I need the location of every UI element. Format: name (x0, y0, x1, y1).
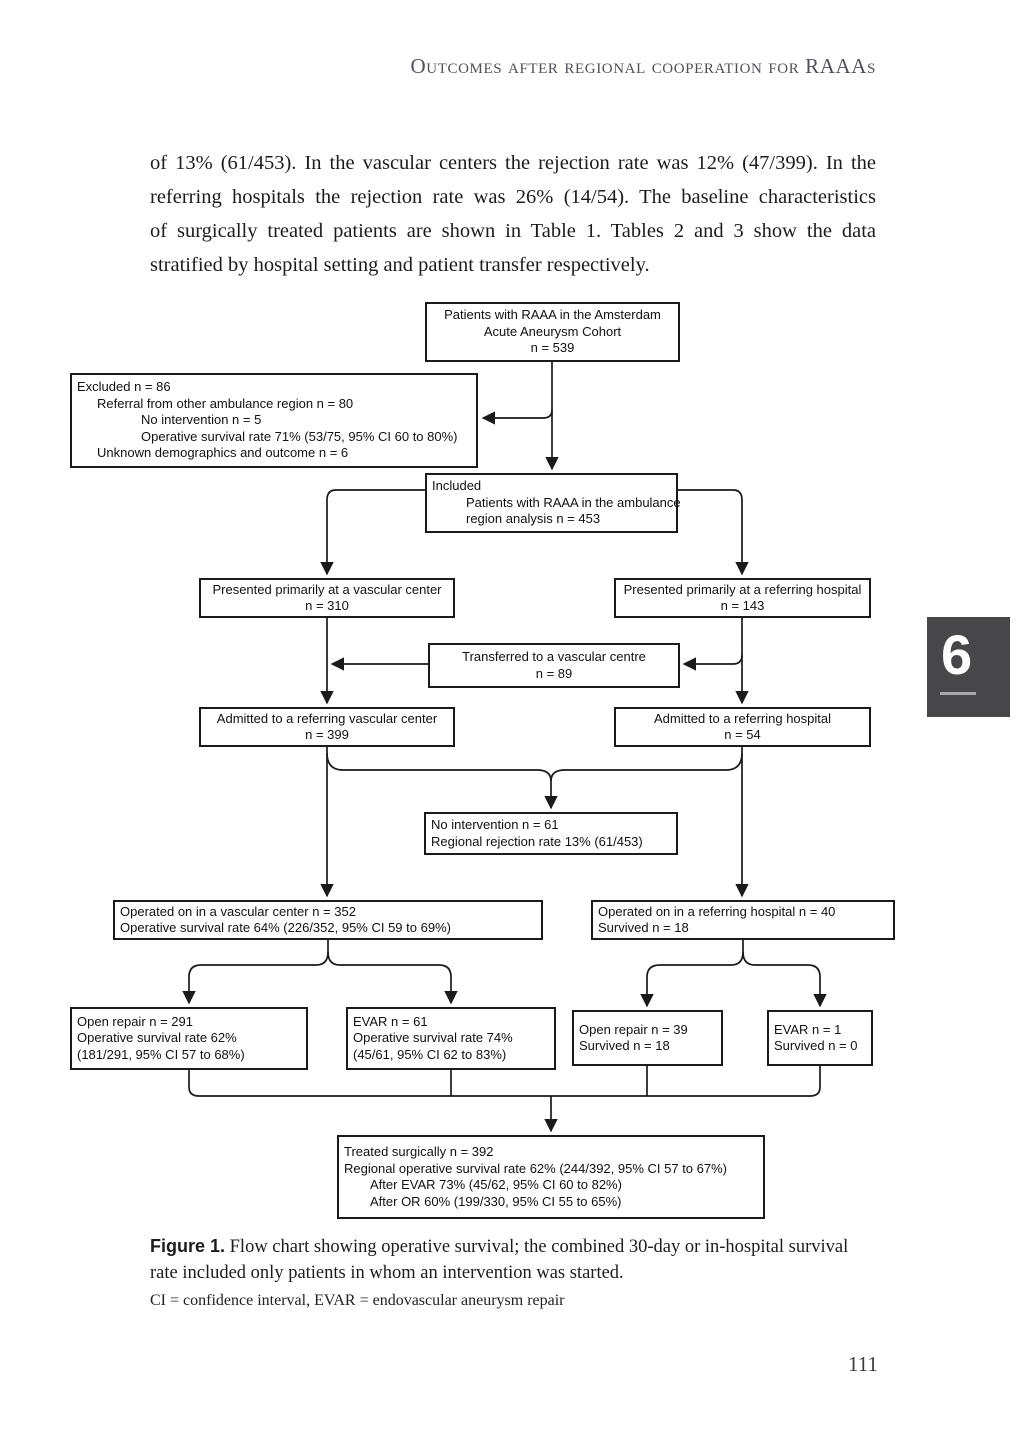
flowchart-box-operated-referring-hospital: Operated on in a referring hospital n = … (591, 900, 895, 940)
text-line: Excluded n = 86 (77, 379, 171, 395)
body-line: of 13% (61/453). In the vascular centers… (150, 152, 876, 174)
text-line: Regional operative survival rate 62% (24… (344, 1160, 727, 1176)
text-line: Patients with RAAA in the ambulance (466, 494, 681, 510)
flowchart-box-operated-vascular-center: Operated on in a vascular center n = 352… (113, 900, 543, 940)
text-line: EVAR n = 61 (353, 1013, 428, 1029)
body-line: referring hospitals the rejection rate w… (150, 186, 876, 208)
body-paragraph: of 13% (61/453). In the vascular centers… (150, 146, 876, 282)
caption-abbreviations: CI = confidence interval, EVAR = endovas… (150, 1292, 565, 1309)
flowchart-box-evar-referring-hospital: EVAR n = 1 Survived n = 0 (767, 1010, 873, 1066)
flowchart-box-treated-surgically: Treated surgically n = 392 Regional oper… (337, 1135, 765, 1219)
text-line: n = 310 (305, 598, 349, 613)
chapter-number: 6 (941, 623, 973, 686)
text-line: Unknown demographics and outcome n = 6 (97, 445, 349, 461)
text-line: No intervention n = 5 (141, 412, 262, 428)
flowchart-box-admitted-vascular-center: Admitted to a referring vascular center … (199, 707, 455, 747)
text-line: n = 54 (724, 727, 761, 742)
text-line: Admitted to a referring vascular center (216, 710, 438, 726)
text-line: Operative survival rate 71% (53/75, 95% … (141, 428, 458, 444)
text-line: Open repair n = 291 (77, 1013, 193, 1029)
text-line: Admitted to a referring hospital (653, 710, 832, 726)
running-head: Outcomes after regional cooperation for … (410, 54, 876, 78)
figure-label: Figure 1. (150, 1236, 226, 1256)
text-line: Presented primarily at a referring hospi… (623, 581, 862, 597)
text-line: Acute Aneurysm Cohort (483, 323, 622, 339)
chapter-tab: 6 (927, 617, 1010, 717)
text-line: n = 539 (530, 340, 575, 356)
text-line: Operative survival rate 64% (226/352, 95… (120, 920, 451, 935)
caption-text-line: Flow chart showing operative survival; t… (229, 1237, 849, 1257)
text-line: (45/61, 95% CI 62 to 83%) (353, 1046, 507, 1062)
flowchart-box-presented-vascular-center: Presented primarily at a vascular center… (199, 578, 455, 618)
flowchart-box-open-repair-referring-hospital: Open repair n = 39 Survived n = 18 (572, 1010, 723, 1066)
text-line: Operative survival rate 62% (77, 1030, 237, 1046)
text-line: Survived n = 0 (774, 1038, 858, 1053)
text-line: No intervention n = 61 (431, 817, 559, 832)
text-line: Operated on in a referring hospital n = … (598, 903, 836, 919)
caption-text-line: rate included only patients in whom an i… (150, 1263, 624, 1283)
text-line: Operated on in a vascular center n = 352 (120, 903, 356, 919)
text-line: After EVAR 73% (45/62, 95% CI 60 to 82%) (370, 1177, 622, 1192)
page-number: 111 (848, 1352, 878, 1376)
body-line: of surgically treated patients are shown… (150, 220, 876, 242)
figure-caption: Figure 1. Flow chart showing operative s… (150, 1233, 884, 1313)
text-line: After OR 60% (199/330, 95% CI 55 to 65%) (370, 1193, 622, 1209)
flowchart-box-included: Included Patients with RAAA in the ambul… (425, 473, 681, 533)
text-line: Survived n = 18 (598, 920, 689, 935)
flowchart-box-admitted-referring-hospital: Admitted to a referring hospital n = 54 (614, 707, 871, 747)
text-line: Included (432, 478, 482, 494)
text-line: Transferred to a vascular centre (462, 649, 646, 664)
text-line: Referral from other ambulance region n =… (97, 395, 354, 411)
flowchart-box-presented-referring-hospital: Presented primarily at a referring hospi… (614, 578, 871, 618)
text-line: EVAR n = 1 (774, 1021, 842, 1037)
text-line: n = 89 (535, 665, 573, 681)
text-line: n = 143 (720, 598, 765, 613)
text-line: Patients with RAAA in the Amsterdam (444, 307, 661, 323)
text-line: Survived n = 18 (579, 1038, 670, 1053)
text-line: Presented primarily at a vascular center (212, 581, 442, 597)
flowchart-box-evar-vascular-center: EVAR n = 61 Operative survival rate 74% … (346, 1007, 556, 1070)
text-line: Regional rejection rate 13% (61/453) (431, 833, 643, 849)
text-line: Open repair n = 39 (579, 1021, 688, 1037)
flowchart-box-transferred: Transferred to a vascular centre n = 89 (428, 643, 680, 688)
text-line: n = 399 (305, 727, 349, 742)
text-line: region analysis n = 453 (466, 511, 601, 527)
flowchart-box-open-repair-vascular-center: Open repair n = 291 Operative survival r… (70, 1007, 308, 1070)
text-line: Treated surgically n = 392 (344, 1144, 494, 1159)
flowchart-box-excluded: Excluded n = 86 Referral from other ambu… (70, 373, 478, 468)
text-line: Operative survival rate 74% (353, 1030, 513, 1046)
body-line: stratified by hospital setting and patie… (150, 254, 650, 276)
flowchart-box-cohort: Patients with RAAA in the Amsterdam Acut… (425, 302, 680, 362)
flowchart-box-no-intervention: No intervention n = 61 Regional rejectio… (424, 812, 678, 855)
chapter-tab-underline (940, 692, 976, 695)
text-line: (181/291, 95% CI 57 to 68%) (77, 1046, 245, 1062)
